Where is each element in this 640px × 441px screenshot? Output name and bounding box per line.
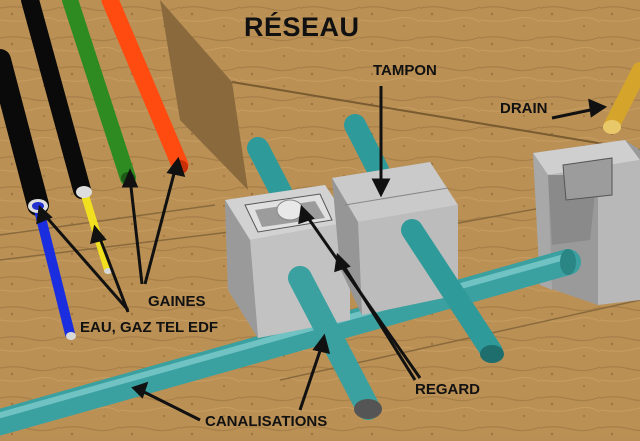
arrow-reseau-2 — [96, 232, 130, 313]
regard-drain — [533, 140, 640, 305]
tampon-hole — [276, 199, 304, 221]
label-reseaux: EAU, GAZ TEL EDF — [80, 319, 219, 336]
arrow-regard-2 — [302, 211, 422, 379]
canalisation-main — [0, 249, 581, 436]
drain-pipe — [603, 62, 640, 134]
gaine-black-1 — [0, 49, 49, 216]
label-tampon: TAMPON — [373, 62, 437, 79]
arrow-canal-1 — [139, 388, 201, 422]
label-drain: DRAIN — [500, 100, 548, 117]
arrow-gaines-green — [128, 177, 144, 285]
gaine-blue — [33, 201, 75, 339]
gaine-red — [101, 0, 189, 174]
label-regard: REGARD — [415, 381, 481, 398]
arrow-gaines-red — [143, 165, 178, 285]
front-pipes — [288, 219, 504, 420]
gaines-cables — [0, 0, 189, 340]
gaine-black-2 — [21, 0, 91, 199]
arrow-reseau-1 — [40, 211, 130, 311]
arrow-canal-2 — [298, 344, 324, 411]
back-pipes — [247, 114, 389, 211]
annotation-arrows — [36, 86, 608, 422]
regard-tampon — [332, 162, 458, 315]
label-canalisations: CANALISATIONS — [205, 413, 328, 430]
gaine-green — [62, 0, 136, 186]
diagram-title: RÉSEAU — [244, 12, 360, 42]
label-gaines: GAINES — [148, 293, 206, 310]
